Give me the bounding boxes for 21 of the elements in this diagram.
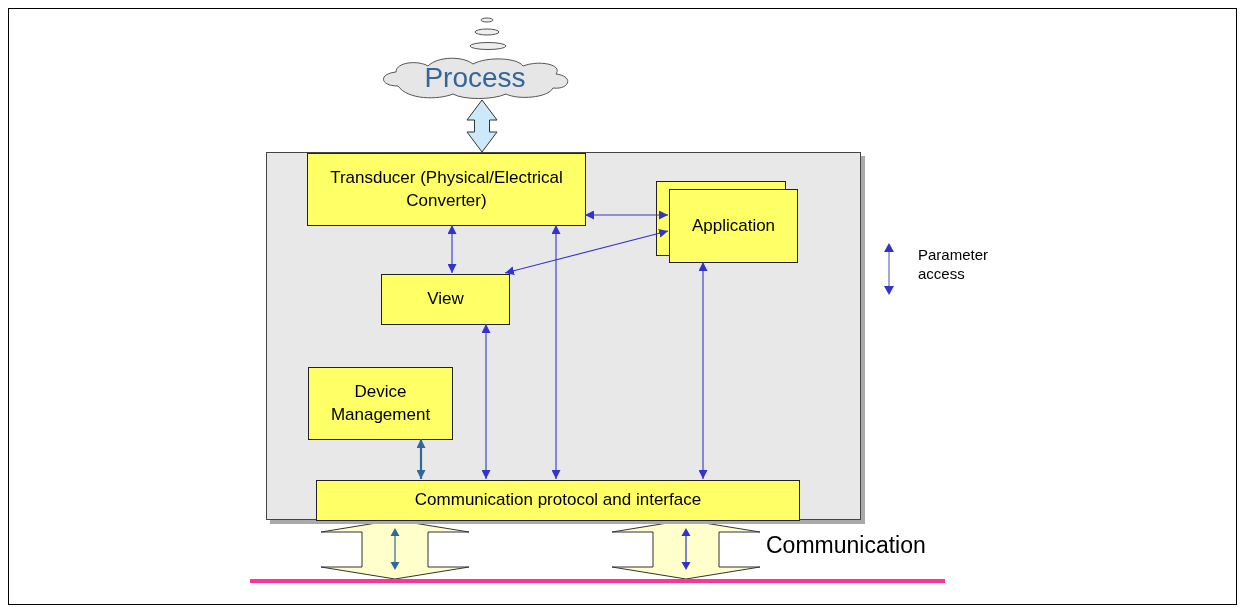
interface-box: [316, 480, 800, 521]
arrow: [504, 228, 669, 276]
arrow: [584, 210, 669, 220]
box-label: Application: [691, 214, 776, 237]
box-label: View: [427, 288, 464, 311]
legend-label: Parameter access: [918, 246, 990, 284]
arrow: [447, 224, 457, 274]
box-label: Communication protocol and interface: [414, 489, 702, 512]
block-arrow: [466, 99, 498, 153]
process-box: [308, 367, 453, 440]
arrow: [698, 261, 708, 480]
process-box: [307, 153, 586, 226]
box-label: Transducer (Physical/Electrical Converter): [329, 167, 564, 212]
arrow: [551, 224, 561, 480]
box-label: Device Management: [329, 381, 432, 426]
process-box: [381, 274, 510, 325]
process-box: [669, 189, 798, 263]
arrow: [416, 439, 426, 479]
arrow: [481, 323, 491, 480]
cloud-label: Process: [424, 62, 526, 94]
bus-label: Communication: [766, 532, 926, 559]
